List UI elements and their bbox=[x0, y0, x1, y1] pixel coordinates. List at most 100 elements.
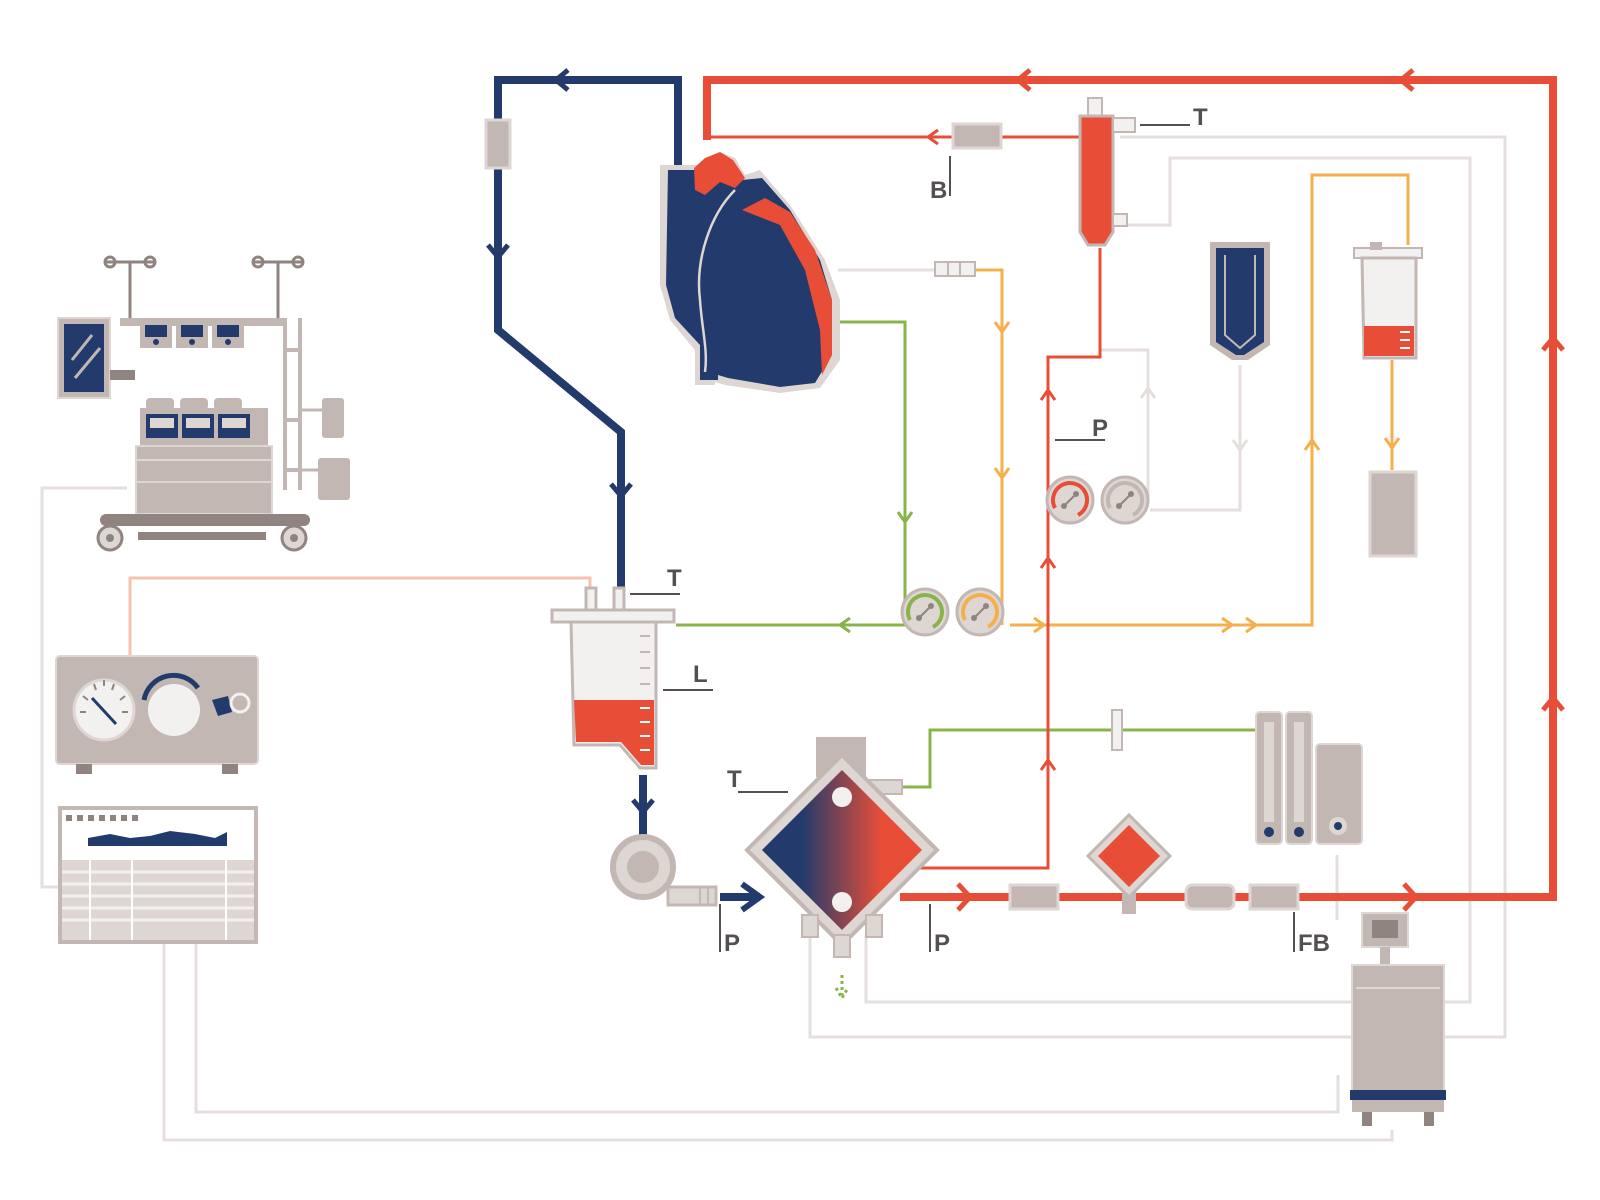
arterial-sensor-2 bbox=[1184, 883, 1236, 911]
monitor-table-cols bbox=[89, 860, 227, 940]
label-p-pressure-right: P bbox=[934, 930, 950, 957]
prime-bag bbox=[1210, 242, 1270, 360]
cardio-arrow-3 bbox=[1033, 616, 1047, 634]
monitor-indicators bbox=[66, 815, 138, 821]
cable-console-left bbox=[40, 486, 127, 889]
reservoir-lid bbox=[550, 608, 676, 624]
small-arrow-3 bbox=[1039, 555, 1057, 569]
cardio-arrow-6 bbox=[1303, 437, 1321, 451]
monitor-trend-curve bbox=[88, 831, 227, 846]
vacuum-valve bbox=[212, 696, 232, 716]
label-fb-flow: FB bbox=[1298, 930, 1330, 957]
monitor-table-rows bbox=[62, 870, 254, 922]
cardioplegia-blood-line bbox=[910, 248, 1102, 870]
cable-bag-to-pump bbox=[1150, 365, 1242, 512]
gas-filter bbox=[1111, 709, 1123, 751]
arterial-arrow-right-2 bbox=[1541, 694, 1565, 712]
reservoir-port-2 bbox=[612, 586, 626, 612]
cardioplegia-bag bbox=[1368, 470, 1418, 558]
bubble-detector bbox=[951, 122, 1003, 150]
heater-foot-2 bbox=[1424, 1112, 1434, 1126]
arterial-arrow-top-1 bbox=[1397, 68, 1415, 92]
cable-oxygenator-heater-1 bbox=[808, 135, 1507, 1039]
oxygenator-leg-3 bbox=[865, 914, 883, 938]
heart bbox=[660, 152, 840, 393]
inline-components bbox=[484, 118, 1300, 911]
vacuum-knob bbox=[148, 684, 200, 736]
cardio-arrow-4 bbox=[1221, 616, 1235, 634]
heater-stem bbox=[1380, 947, 1390, 967]
console-side-rail bbox=[283, 318, 302, 490]
cardioplegia-line-out bbox=[1010, 173, 1410, 627]
arterial-filter-stem bbox=[1122, 890, 1136, 914]
heart-aorta bbox=[694, 152, 745, 195]
vent-line-heart bbox=[838, 320, 907, 612]
leader-lines bbox=[630, 124, 1295, 952]
gas-blender bbox=[1255, 711, 1363, 845]
flowmeter-1-tube bbox=[1264, 722, 1274, 822]
pump-outlet-ring bbox=[699, 887, 709, 905]
cable-pump-saline bbox=[1100, 348, 1150, 500]
pump-inner bbox=[627, 851, 659, 883]
cardio-arrow-1 bbox=[993, 321, 1011, 335]
heater-cooler bbox=[1350, 912, 1446, 1126]
drain-arrow bbox=[834, 975, 850, 1001]
cardio-arrow-5 bbox=[1245, 616, 1259, 634]
exchanger-body bbox=[1078, 114, 1115, 247]
cardio-arrow-7 bbox=[1383, 437, 1401, 451]
cardioplegia-lines bbox=[975, 173, 1410, 634]
heart-septum bbox=[697, 189, 736, 373]
label-l-level: L bbox=[693, 661, 708, 688]
venous-line-sensor bbox=[484, 118, 512, 170]
exchanger-side-port bbox=[1112, 117, 1136, 133]
flow-probe bbox=[1248, 883, 1300, 911]
centrifugal-pump bbox=[610, 834, 718, 907]
arterial-sensor-1 bbox=[1008, 883, 1060, 911]
venous-reservoir bbox=[550, 586, 676, 770]
label-t-heat-exchanger: T bbox=[1193, 104, 1208, 131]
console-lower-lines bbox=[136, 459, 272, 483]
arterial-arrow-bottom-1 bbox=[956, 882, 974, 912]
gray-cables bbox=[40, 135, 1507, 1142]
venous-arrow-top bbox=[552, 68, 570, 92]
vacuum-regulator bbox=[55, 655, 259, 774]
oxygenator-leg-1 bbox=[801, 914, 819, 938]
vent-arrow-2 bbox=[837, 616, 851, 634]
console-monitor-arm bbox=[110, 370, 135, 380]
cardio-arrow-2 bbox=[993, 467, 1011, 481]
console-pump-head-2 bbox=[180, 398, 208, 410]
oxygenator-core bbox=[762, 770, 922, 930]
flowmeter-2-knob bbox=[1294, 827, 1304, 837]
vacuum-foot-right bbox=[222, 764, 238, 774]
heater-base bbox=[1350, 1090, 1446, 1100]
arterial-arrow-right-1 bbox=[1541, 334, 1565, 352]
flowmeter-2-tube bbox=[1294, 722, 1304, 822]
heater-body bbox=[1351, 964, 1445, 1096]
console-pump-head-3 bbox=[214, 398, 242, 410]
vacuum-knob-arc bbox=[141, 672, 201, 701]
blender-dial-center bbox=[1334, 822, 1342, 830]
console-side-bottle-1 bbox=[322, 398, 344, 438]
console-monitor-glare bbox=[70, 334, 102, 379]
vacuum-line bbox=[128, 576, 592, 655]
console-base bbox=[100, 514, 310, 526]
heater-display-screen bbox=[1372, 920, 1398, 938]
prime-bag-folds bbox=[1224, 255, 1256, 350]
label-t-oxygenator: T bbox=[727, 766, 742, 793]
connector-tip bbox=[947, 262, 961, 276]
cp-reservoir-cap bbox=[1370, 242, 1382, 250]
venous-arrows bbox=[486, 68, 655, 816]
heart-lung-console bbox=[57, 255, 350, 552]
oxygenator bbox=[744, 737, 940, 958]
vacuum-foot-left bbox=[76, 764, 92, 774]
oxygenator-leg-2 bbox=[833, 934, 851, 958]
arterial-arrow-bottom-2 bbox=[1402, 882, 1420, 912]
data-monitor bbox=[58, 806, 258, 944]
arterial-filter bbox=[1085, 812, 1173, 914]
arterial-filter-core bbox=[1098, 825, 1160, 887]
vacuum-gauge-ticks bbox=[80, 680, 128, 713]
small-arterial-arrows bbox=[925, 128, 1057, 771]
roller-pumps bbox=[900, 475, 1150, 637]
roller-pump-cardioplegia bbox=[955, 587, 1005, 637]
